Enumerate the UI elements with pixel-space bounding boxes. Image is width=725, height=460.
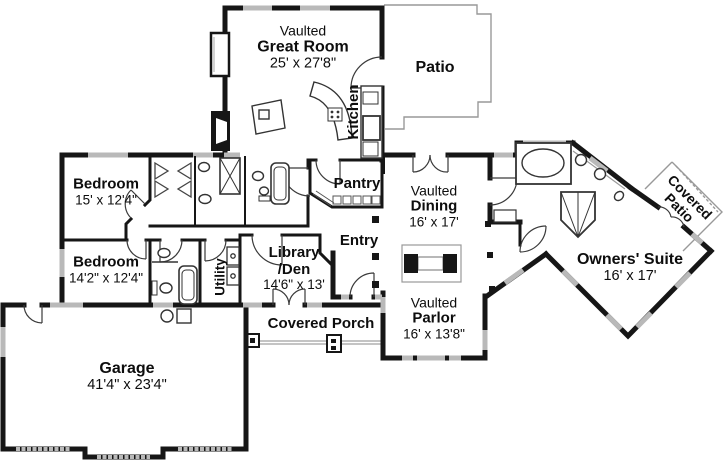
media-console xyxy=(251,99,286,135)
garage-door-openings xyxy=(16,447,232,459)
sink-icon xyxy=(251,170,265,182)
room-label-dining: Vaulted Dining 16' x 17' xyxy=(409,182,459,231)
fridge-icon xyxy=(362,115,381,141)
room-name-2: /Den xyxy=(277,260,311,278)
interior-walls xyxy=(60,153,522,307)
hall-bath-top xyxy=(197,157,241,205)
room-dimensions: 14'2" x 12'4" xyxy=(68,269,144,285)
room-dimensions: 16' x 17' xyxy=(409,214,459,230)
room-name: Dining xyxy=(410,198,458,216)
room-dimensions: 16' x 17' xyxy=(603,267,657,284)
sink-icon xyxy=(574,153,588,167)
room-dimensions: 14'6" x 13' xyxy=(263,277,325,293)
cooktop-icon xyxy=(327,107,343,122)
porch-edge xyxy=(252,340,383,345)
porch-posts xyxy=(245,333,342,353)
closet-rod-icons xyxy=(154,161,192,199)
room-name: Bedroom xyxy=(73,253,139,271)
room-name: Great Room xyxy=(257,38,349,56)
room-label-bedroom-2: Bedroom 14'2" x 12'4" xyxy=(69,254,143,285)
toilet-icon xyxy=(258,186,270,196)
room-label-owners-suite: Owners' Suite 16' x 17' xyxy=(577,251,683,285)
laundry-appliance-icons xyxy=(226,246,240,286)
room-label-entry: Entry xyxy=(339,231,379,250)
room-label-parlor: Vaulted Parlor 16' x 13'8" xyxy=(403,294,465,343)
toilet-icon xyxy=(197,161,211,173)
hall-bath-mid xyxy=(251,162,290,205)
room-name: Entry xyxy=(339,231,379,249)
room-name: Library xyxy=(268,244,320,262)
room-name: Pantry xyxy=(333,174,381,192)
master-bath xyxy=(493,142,626,239)
patio-outline xyxy=(384,4,492,130)
room-name: Utility xyxy=(212,258,228,296)
columns xyxy=(372,216,495,292)
bath-lower xyxy=(151,247,198,305)
room-name: Bedroom xyxy=(73,175,139,193)
room-name: Covered Porch xyxy=(267,314,375,332)
kitchen-counter xyxy=(360,85,383,159)
room-name: Owners' Suite xyxy=(576,251,684,269)
sink-icon xyxy=(593,167,607,181)
linen-closet xyxy=(493,209,517,223)
room-prefix: Vaulted xyxy=(410,294,458,311)
toilet-icon xyxy=(613,190,625,202)
room-label-bedroom-1: Bedroom 15' x 12'4" xyxy=(73,176,139,207)
dining-table-icon xyxy=(401,244,462,283)
room-dimensions: 16' x 13'8" xyxy=(403,326,465,342)
room-label-utility: Utility xyxy=(212,258,229,296)
room-label-covered-porch: Covered Porch xyxy=(267,314,375,333)
room-dimensions: 41'4" x 23'4" xyxy=(87,376,167,393)
room-name: Parlor xyxy=(412,310,456,328)
room-label-garage: Garage 41'4" x 23'4" xyxy=(87,360,167,394)
room-label-pantry: Pantry xyxy=(333,174,381,193)
toilet-icon xyxy=(159,282,173,294)
fireplace-icon xyxy=(211,111,230,151)
room-name: Kitchen xyxy=(344,84,362,140)
room-name: Garage xyxy=(99,360,155,378)
water-heater-icon xyxy=(160,308,192,324)
room-label-patio: Patio xyxy=(415,59,454,77)
pantry-shelves xyxy=(312,190,381,207)
sink-icon xyxy=(198,193,212,205)
room-label-library-den: Library /Den 14'6" x 13' xyxy=(263,245,325,293)
room-dimensions: 15' x 12'4" xyxy=(75,191,137,207)
room-label-kitchen: Kitchen xyxy=(344,84,363,140)
room-label-great-room: Vaulted Great Room 25' x 27'8" xyxy=(257,22,349,73)
bathtub-icon xyxy=(521,148,565,178)
room-dimensions: 25' x 27'8" xyxy=(269,55,337,72)
room-name: Patio xyxy=(415,59,455,77)
bay-window xyxy=(209,31,231,78)
sink-icon xyxy=(157,247,171,259)
kitchen-island xyxy=(309,81,353,141)
room-prefix: Vaulted xyxy=(279,22,327,39)
room-prefix: Vaulted xyxy=(410,182,458,199)
